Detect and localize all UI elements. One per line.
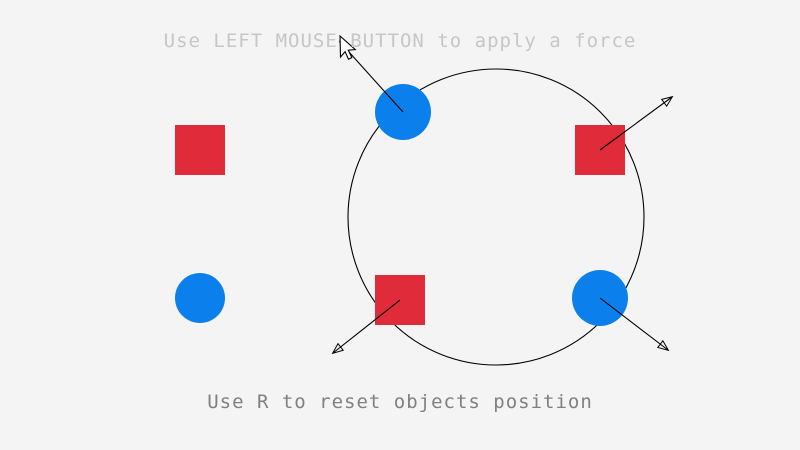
mouse-cursor-icon — [339, 34, 357, 60]
body-circle-static-left[interactable] — [175, 273, 225, 323]
bodies-layer — [175, 84, 628, 326]
body-square-static-left[interactable] — [175, 125, 225, 175]
force-vector-down-left — [333, 299, 401, 353]
boundary-circle — [347, 68, 645, 366]
mouse-cursor-icon — [339, 34, 357, 60]
force-vector-up-right — [599, 97, 672, 151]
force-vector-down-right — [599, 297, 668, 350]
